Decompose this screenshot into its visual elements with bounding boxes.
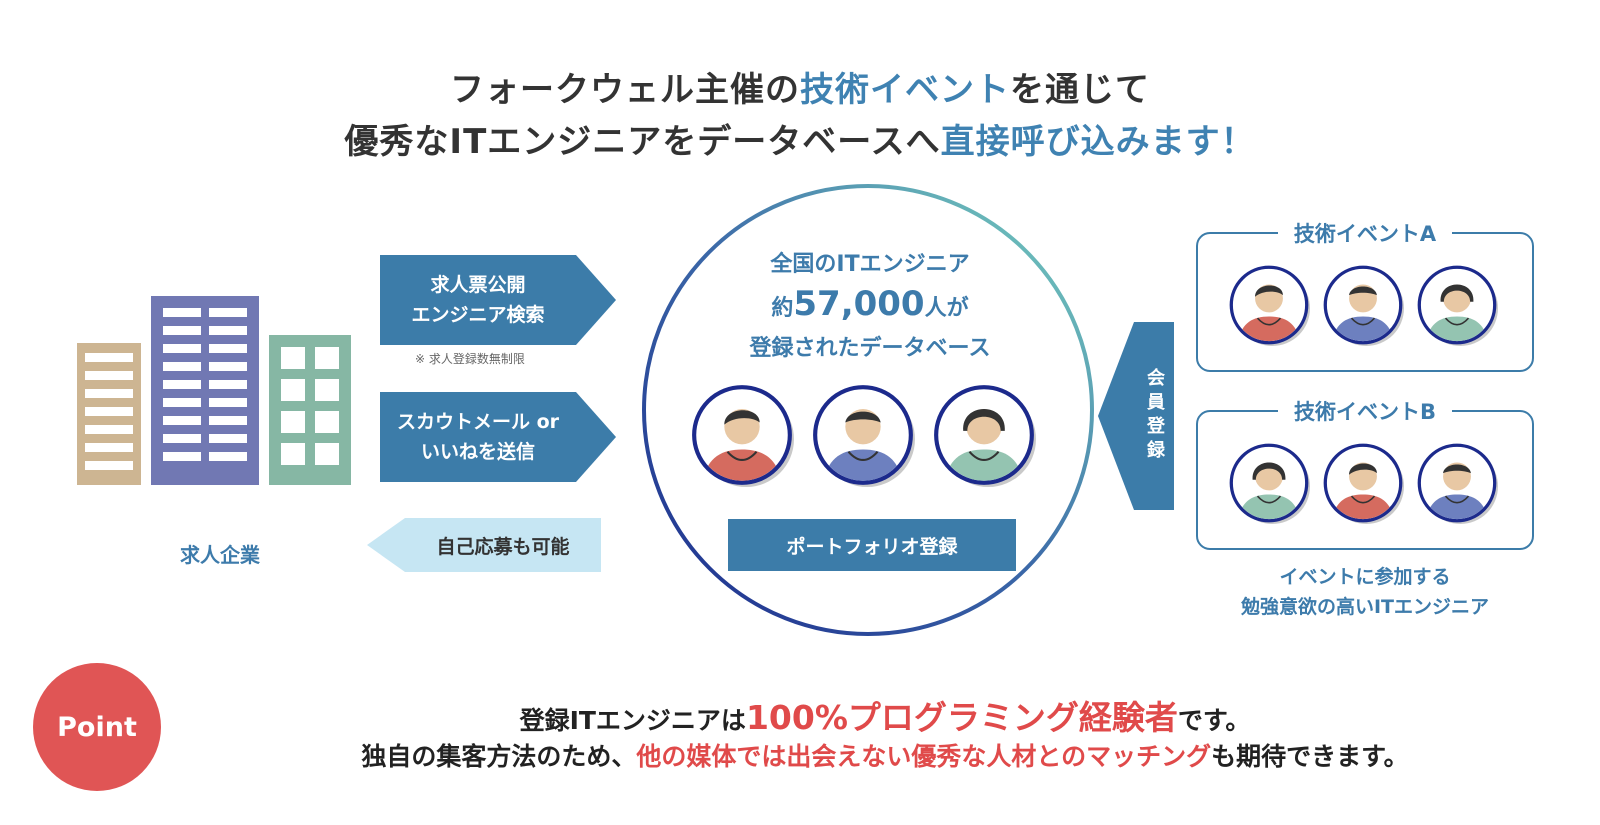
point-highlight: 他の媒体では出会えない優秀な人材とのマッチング	[636, 742, 1212, 771]
database-heading: 全国のITエンジニア	[770, 252, 970, 277]
building-window	[163, 380, 201, 389]
building-window	[85, 443, 133, 452]
scout-mail-arrow: スカウトメール or いいねを送信	[380, 392, 576, 482]
building-window	[85, 353, 133, 362]
point-text: も期待できます。	[1211, 742, 1409, 771]
building-window	[315, 347, 339, 369]
building-window	[281, 347, 305, 369]
event-b-avatar-blue	[1417, 443, 1498, 524]
arrow-head	[576, 255, 616, 345]
building-window	[209, 398, 247, 407]
job-posting-arrow: 求人票公開 エンジニア検索	[380, 255, 576, 345]
building-window	[85, 407, 133, 416]
point-text: 独自の集客方法のため、	[361, 742, 637, 771]
event-title: 技術イベントA	[1198, 218, 1532, 248]
building-window	[85, 389, 133, 398]
building-window	[85, 371, 133, 380]
event-b-avatar-red	[1323, 443, 1404, 524]
headline-text: を通じて	[1010, 70, 1150, 110]
building-window	[209, 434, 247, 443]
database-subheading: 登録されたデータベース	[749, 336, 991, 361]
event-caption-line-2: 勉強意欲の高いITエンジニア	[1240, 596, 1490, 618]
building-window	[209, 344, 247, 353]
building-window	[163, 416, 201, 425]
arrow-label: 求人票公開	[430, 274, 526, 296]
event-b-title: 技術イベントB	[1277, 400, 1452, 424]
building-window	[163, 326, 201, 335]
portfolio-registration: ポートフォリオ登録	[728, 519, 1016, 571]
headline-line-1: フォークウェル主催の技術イベントを通じて	[0, 62, 1600, 111]
building-window	[163, 308, 201, 317]
building-tan	[77, 343, 141, 485]
count-prefix: 約	[771, 296, 794, 321]
building-window	[315, 379, 339, 401]
engineer-avatar-green	[934, 385, 1036, 487]
building-window	[163, 344, 201, 353]
point-highlight: 100%プログラミング経験者	[745, 698, 1178, 737]
arrow-label: エンジニア検索	[411, 304, 545, 326]
event-title: 技術イベントB	[1198, 396, 1532, 426]
count-suffix: 人が	[924, 296, 969, 321]
headline-accent: 技術イベント	[800, 70, 1010, 110]
point-line-2: 独自の集客方法のため、他の媒体では出会えない優秀な人材とのマッチングも期待できま…	[170, 737, 1600, 773]
building-window	[85, 425, 133, 434]
point-badge: Point	[33, 663, 161, 791]
building-window	[281, 443, 305, 465]
building-green	[269, 335, 351, 485]
building-window	[209, 326, 247, 335]
database-count: 約57,000人が	[647, 284, 1093, 324]
building-window	[209, 380, 247, 389]
building-window	[163, 452, 201, 461]
arrow-label: スカウトメール or	[396, 411, 560, 433]
arrow-label: いいねを送信	[420, 441, 535, 463]
unlimited-note: ※ 求人登録数無制限	[415, 352, 525, 366]
headline-text: フォークウェル主催の	[450, 70, 800, 110]
point-text: です。	[1177, 706, 1251, 735]
building-window	[209, 416, 247, 425]
arrow-head	[367, 518, 405, 572]
point-text: 登録ITエンジニアは	[519, 706, 746, 735]
companies-label: 求人企業	[180, 543, 260, 567]
building-window	[315, 411, 339, 433]
event-a-title: 技術イベントA	[1277, 222, 1453, 246]
engineer-avatar-blue	[813, 385, 915, 487]
building-window	[163, 434, 201, 443]
building-window	[315, 443, 339, 465]
count-number: 57,000	[793, 284, 925, 324]
building-window	[281, 379, 305, 401]
event-b-avatar-green	[1229, 443, 1310, 524]
building-window	[209, 362, 247, 371]
building-window	[209, 308, 247, 317]
arrow-head	[1098, 322, 1134, 510]
arrow-head	[576, 392, 616, 482]
building-indigo	[151, 296, 259, 485]
self-apply-arrow: 自己応募も可能	[405, 518, 601, 572]
event-caption-line-1: イベントに参加する	[1279, 566, 1451, 588]
event-a-avatar-red	[1229, 265, 1310, 346]
building-window	[163, 398, 201, 407]
member-registration-arrow: 会員登録	[1134, 322, 1174, 510]
headline-line-2: 優秀なITエンジニアをデータベースへ直接呼び込みます！	[0, 114, 1600, 163]
building-window	[163, 362, 201, 371]
headline-text: 優秀なITエンジニアをデータベースへ	[344, 122, 941, 162]
building-window	[281, 411, 305, 433]
point-line-1: 登録ITエンジニアは100%プログラミング経験者です。	[170, 691, 1600, 739]
building-window	[85, 461, 133, 470]
headline-accent: 直接呼び込みます！	[940, 122, 1256, 162]
building-window	[209, 452, 247, 461]
event-a-avatar-green	[1417, 265, 1498, 346]
event-a-avatar-blue	[1323, 265, 1404, 346]
engineer-avatar-red	[692, 385, 794, 487]
